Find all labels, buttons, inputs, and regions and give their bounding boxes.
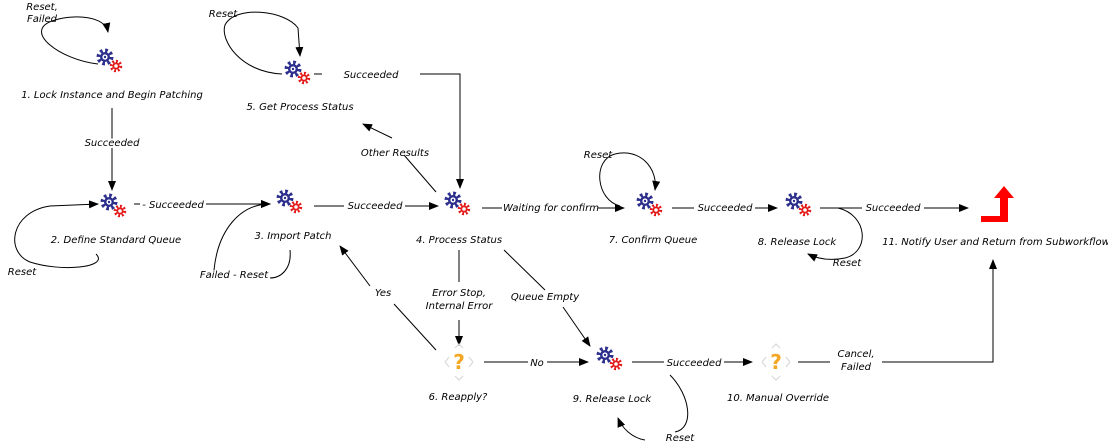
edge-n3-loop — [213, 204, 291, 279]
edge-n6-n3 — [340, 246, 437, 351]
gears-icon — [599, 349, 621, 369]
edge-n9-loop — [618, 374, 689, 441]
gears-icon — [99, 51, 121, 71]
edge-label-n3-n4: Succeeded — [348, 201, 403, 212]
edge-label-n2-loop: Reset — [8, 267, 37, 278]
node-label: 11. Notify User and Return from Subworkf… — [882, 237, 1108, 248]
edge-label-n8-loop: Reset — [833, 258, 862, 269]
question-icon — [761, 343, 791, 381]
node-label: 7. Confirm Queue — [609, 235, 698, 246]
edge-label-n4-n6: Internal Error — [426, 301, 494, 312]
edge-label-n9-n10: Succeeded — [667, 358, 722, 369]
node-n2[interactable]: 2. Define Standard Queue — [51, 196, 181, 246]
edge-label-n5-loop: Reset — [209, 9, 238, 20]
edge-label-n10-n11: Failed — [841, 362, 872, 373]
edge-label-n6-n3: Yes — [375, 288, 391, 299]
edge-n5-loop — [223, 11, 304, 75]
node-label: 6. Reapply? — [429, 392, 488, 403]
edge-label-n6-n9: No — [530, 358, 544, 369]
edge-label-n3-loop: Failed - Reset — [200, 270, 269, 281]
edge-label-n7-loop: Reset — [584, 150, 613, 161]
gears-icon — [287, 63, 309, 83]
edge-label-n4-n9: Queue Empty — [511, 292, 580, 303]
node-label: 4. Process Status — [416, 235, 502, 246]
node-n4[interactable]: 4. Process Status — [416, 194, 502, 246]
return-icon — [981, 186, 1014, 222]
edge-n7-loop — [599, 152, 661, 207]
edge-label-n10-n11: Cancel, — [837, 349, 874, 360]
edge-n8-loop — [807, 207, 863, 262]
edge-n10-n11 — [798, 260, 993, 363]
edge-label-n1-loop: Failed — [27, 14, 58, 25]
node-label: 10. Manual Override — [727, 393, 829, 404]
node-n7[interactable]: 7. Confirm Queue — [609, 195, 698, 246]
edge-n5-n4 — [314, 73, 460, 188]
gears-icon — [103, 196, 125, 216]
node-n5[interactable]: 5. Get Process Status — [246, 63, 354, 113]
node-n8[interactable]: 8. Release Lock — [758, 195, 838, 248]
edge-n4-n9 — [503, 249, 590, 346]
gears-icon — [447, 194, 469, 214]
edge-label-n1-n2: Succeeded — [85, 138, 140, 149]
node-label: 5. Get Process Status — [246, 102, 353, 113]
node-label: 1. Lock Instance and Begin Patching — [21, 90, 203, 101]
edge-label-n1-loop: Reset, — [26, 2, 58, 13]
edge-n1-loop — [41, 16, 111, 65]
node-n10[interactable]: 10. Manual Override — [727, 343, 829, 404]
node-label: 9. Release Lock — [573, 394, 653, 405]
question-icon — [444, 343, 474, 381]
node-n3[interactable]: 3. Import Patch — [254, 192, 332, 242]
gears-icon — [788, 195, 810, 215]
node-n9[interactable]: 9. Release Lock — [573, 349, 653, 405]
gears-icon — [639, 195, 661, 215]
node-n6[interactable]: 6. Reapply? — [429, 343, 488, 403]
node-label: 3. Import Patch — [254, 231, 331, 242]
edge-label-n8-n11: Succeeded — [866, 203, 921, 214]
edge-n2-loop — [14, 200, 99, 269]
edge-label-n7-n8: Succeeded — [698, 203, 753, 214]
node-n11[interactable]: 11. Notify User and Return from Subworkf… — [882, 186, 1108, 248]
node-n1[interactable]: 1. Lock Instance and Begin Patching — [21, 51, 203, 101]
edge-n4-n5 — [363, 124, 437, 193]
node-label: 8. Release Lock — [758, 237, 838, 248]
edge-label-n4-n7: Waiting for confirm — [503, 203, 599, 214]
edge-label-n5-n4: Succeeded — [344, 70, 399, 81]
edge-label-n2-n3: - Succeeded — [142, 200, 204, 211]
node-label: 2. Define Standard Queue — [51, 235, 181, 246]
edge-label-n4-n6: Error Stop, — [432, 288, 486, 299]
gears-icon — [279, 192, 301, 212]
edge-label-n4-n5: Other Results — [361, 148, 429, 159]
edge-label-n9-loop: Reset — [666, 433, 695, 444]
